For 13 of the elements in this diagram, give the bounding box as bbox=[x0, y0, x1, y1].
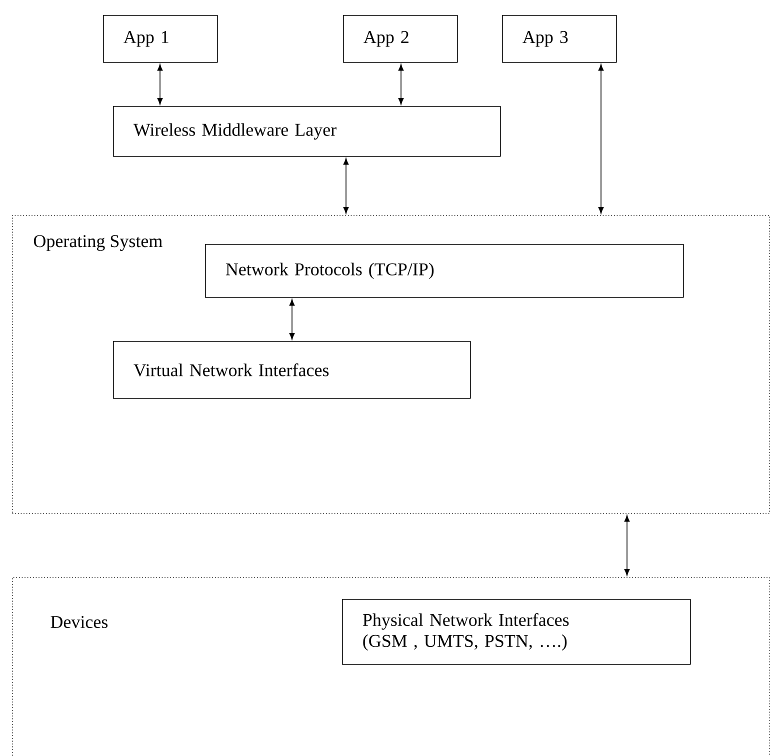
layer-box: Virtual Network Interfaces bbox=[113, 341, 471, 399]
layer-box: Physical Network Interfaces (GSM , UMTS, PSTN, ….) bbox=[342, 599, 691, 665]
layer-box: App 2 bbox=[343, 15, 458, 63]
arrow bbox=[157, 64, 163, 105]
layer-box: Network Protocols (TCP/IP) bbox=[205, 244, 684, 298]
arrow bbox=[598, 64, 604, 214]
layer-box: App 3 bbox=[502, 15, 617, 63]
layer-box: App 1 bbox=[103, 15, 218, 63]
arrow bbox=[343, 158, 349, 214]
layer-box: Wireless Middleware Layer bbox=[113, 106, 501, 157]
arrow bbox=[289, 299, 295, 340]
arrow bbox=[624, 515, 630, 576]
arrow bbox=[398, 64, 404, 105]
